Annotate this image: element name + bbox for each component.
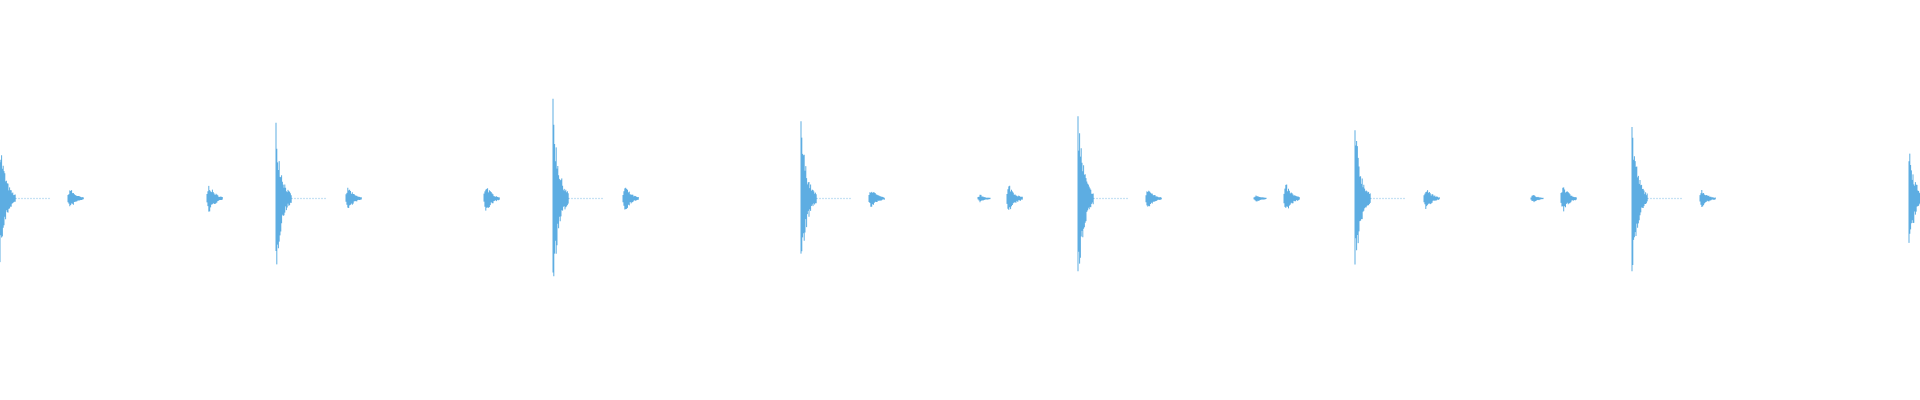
waveform-tail xyxy=(1093,197,1128,200)
waveform-burst xyxy=(67,190,84,207)
waveform-burst xyxy=(275,122,292,265)
waveform-burst xyxy=(1354,130,1371,265)
waveform-burst xyxy=(1908,153,1920,243)
waveform-burst xyxy=(483,188,500,211)
waveform-hit-snare xyxy=(206,185,223,212)
waveform-tail xyxy=(1647,197,1682,200)
waveform-burst xyxy=(1145,190,1162,207)
waveform-hit-snare xyxy=(67,190,84,207)
waveform-burst xyxy=(868,191,885,207)
waveform-burst xyxy=(206,185,223,212)
waveform-hit-snare xyxy=(622,187,639,210)
waveform-burst xyxy=(1560,187,1577,212)
waveform-tail xyxy=(291,197,326,200)
waveform-burst xyxy=(1530,195,1544,203)
waveform-burst xyxy=(1283,184,1300,209)
waveform-burst xyxy=(977,194,991,203)
waveform-hit-snare xyxy=(345,187,362,208)
waveform-hit-snare xyxy=(1423,190,1440,209)
waveform-tail xyxy=(568,197,603,200)
waveform-hit-kick xyxy=(800,121,851,254)
waveform-hit-snare xyxy=(483,188,500,211)
waveform-hit-hat xyxy=(1253,195,1267,202)
waveform-hit-hat xyxy=(977,194,991,203)
waveform-hit-snare xyxy=(1699,190,1716,207)
waveform-hit-kick xyxy=(1631,127,1682,272)
waveform-hit-snare xyxy=(1145,190,1162,207)
waveform-burst xyxy=(1253,195,1267,202)
waveform-hit-kick xyxy=(1908,153,1920,243)
waveform-hit-kick xyxy=(1077,116,1128,272)
waveform-hit-kick xyxy=(0,155,50,263)
waveform-hit-snare xyxy=(1006,185,1023,210)
waveform-tail xyxy=(816,197,851,200)
waveform-burst xyxy=(552,98,569,277)
waveform-burst xyxy=(1631,127,1648,272)
waveform-burst xyxy=(1423,190,1440,209)
waveform-burst xyxy=(800,121,817,254)
waveform-tail xyxy=(15,197,50,200)
waveform-hit-snare xyxy=(1283,184,1300,209)
waveform-hit-hat xyxy=(1530,195,1544,203)
waveform-hit-kick xyxy=(552,98,603,277)
waveform-hit-kick xyxy=(1354,130,1405,265)
waveform-burst xyxy=(1077,116,1094,272)
waveform-burst xyxy=(0,155,16,263)
waveform-burst xyxy=(1006,185,1023,210)
waveform-burst xyxy=(622,187,639,210)
waveform-hit-kick xyxy=(275,122,326,265)
waveform-tail xyxy=(1370,197,1405,200)
waveform-burst xyxy=(345,187,362,208)
waveform-hit-snare xyxy=(1560,187,1577,212)
waveform-burst xyxy=(1699,190,1716,207)
hits-layer xyxy=(0,98,1920,277)
waveform-hit-snare xyxy=(868,191,885,207)
